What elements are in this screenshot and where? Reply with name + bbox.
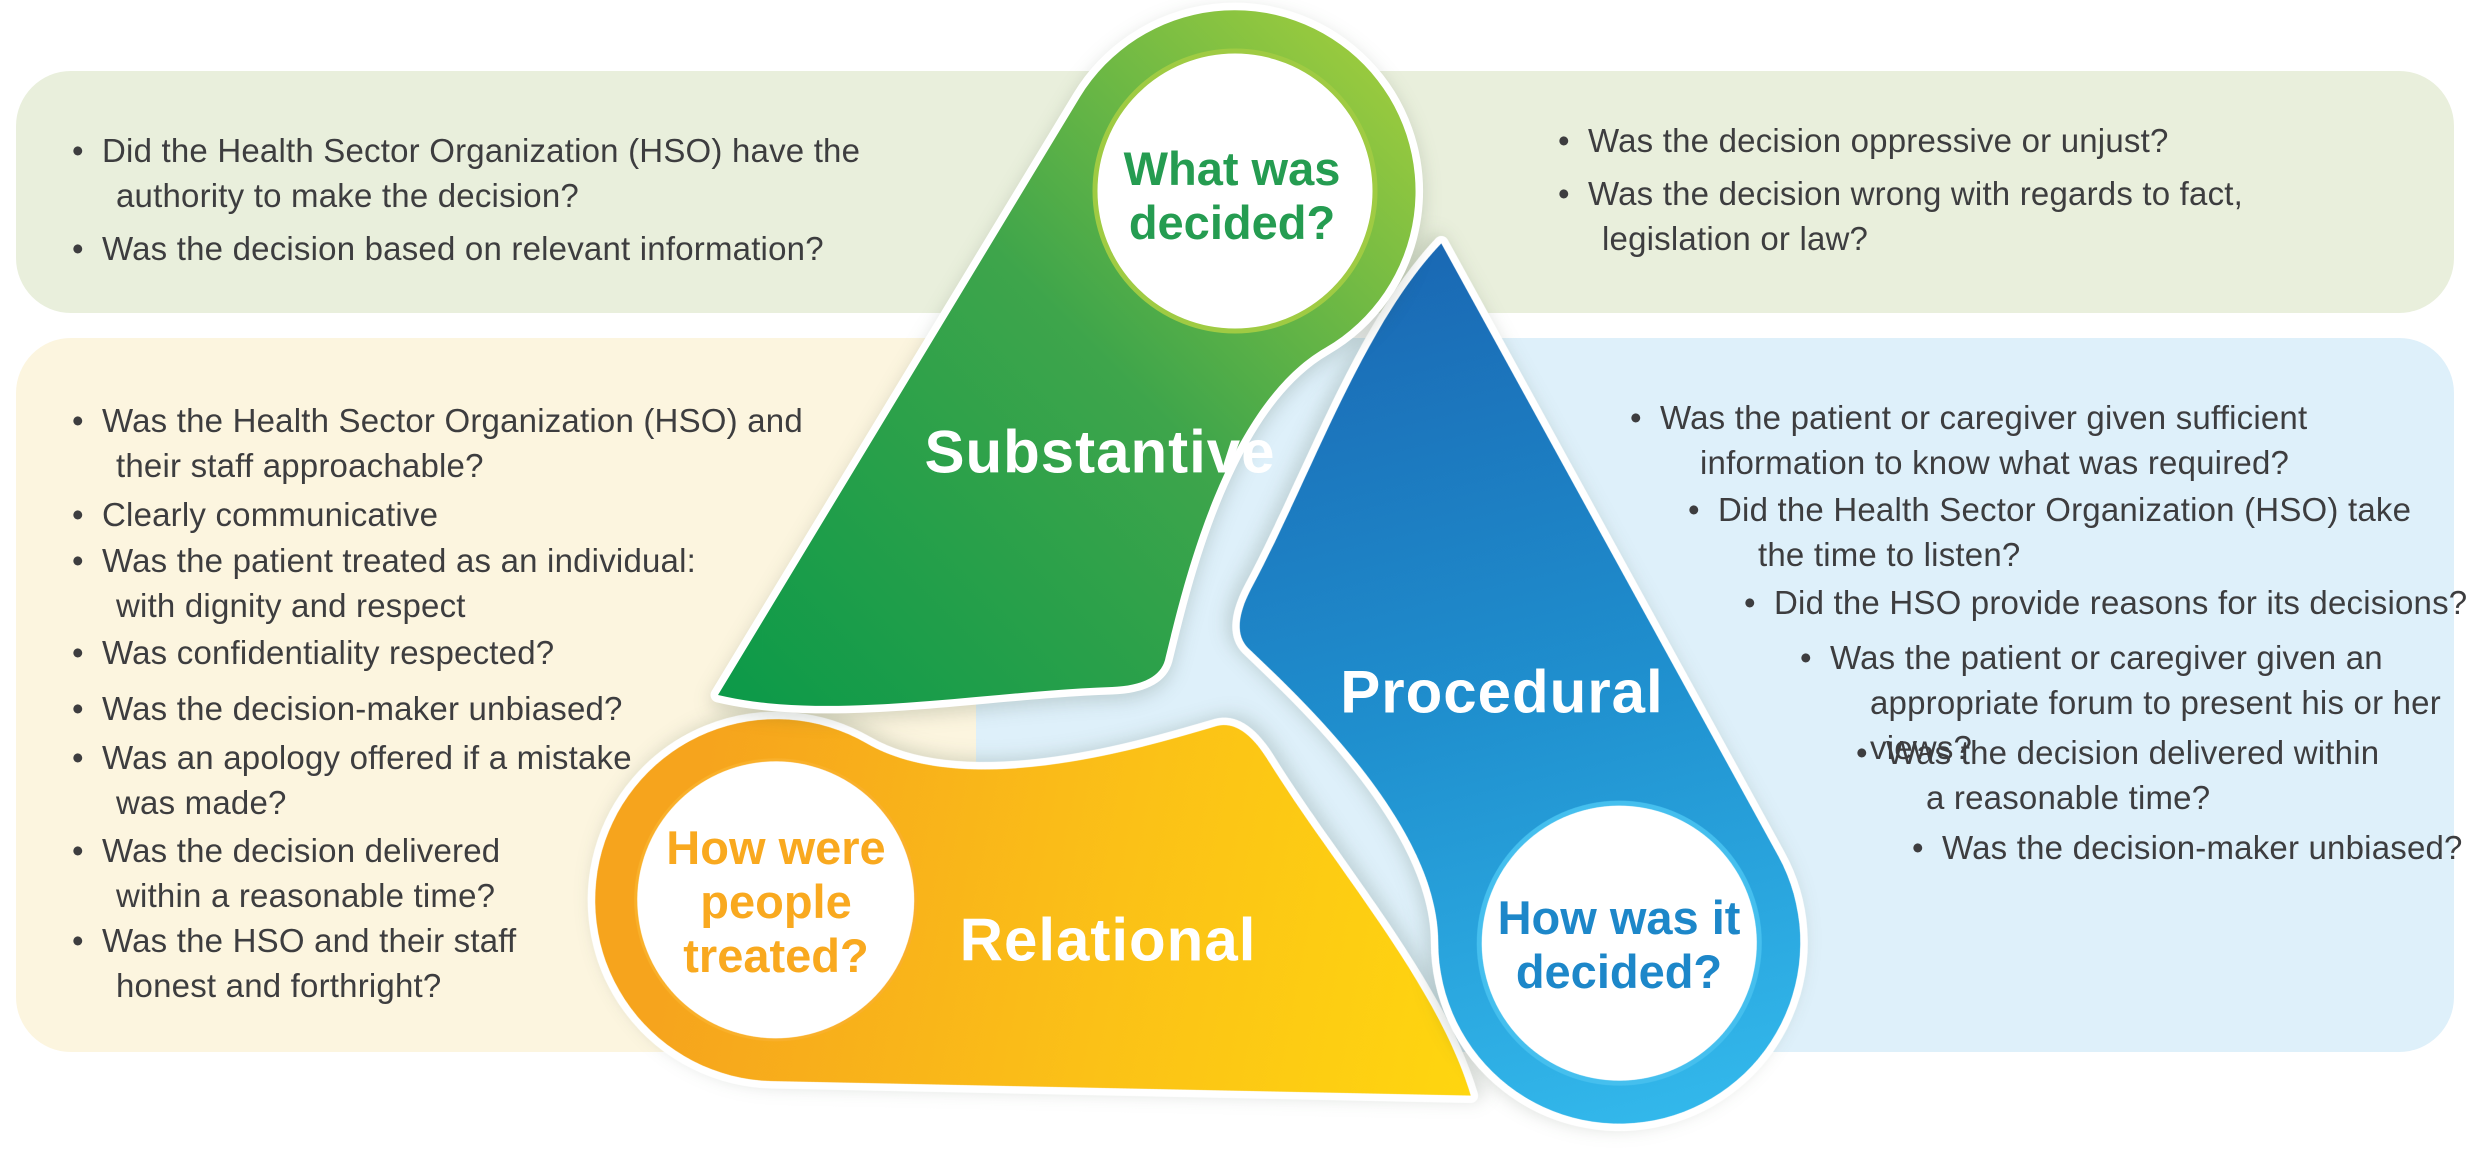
bullet-glyph: •	[72, 739, 84, 776]
bullet-glyph: •	[72, 402, 84, 439]
procedural-label: Procedural	[1340, 658, 1664, 726]
substantive-question: What was decided?	[1123, 142, 1341, 249]
bullet-glyph: •	[1856, 734, 1868, 771]
bullet-glyph: •	[1630, 399, 1642, 436]
procedural-circle	[1476, 800, 1762, 1086]
bullet-glyph: •	[72, 634, 84, 671]
bullet-glyph: •	[72, 542, 84, 579]
bullet-item: • Was the decision-maker unbiased?	[1912, 825, 2470, 870]
bullet-glyph: •	[72, 230, 84, 267]
bullet-glyph: •	[72, 832, 84, 869]
bullet-item: • Was the Health Sector Organization (HS…	[72, 398, 842, 488]
bullet-item: • Was the decision-maker unbiased?	[72, 686, 702, 731]
bullet-item: • Was the HSO and their staff honest and…	[72, 918, 562, 1008]
bullet-item: • Was an apology offered if a mistake wa…	[72, 735, 682, 825]
substantive-label: Substantive	[924, 418, 1276, 486]
bullet-glyph: •	[72, 690, 84, 727]
relational-circle	[634, 758, 918, 1042]
pin-procedural	[1083, 238, 2034, 1160]
bullet-item: • Was the decision wrong with regards to…	[1558, 171, 2428, 261]
bullet-item: • Was the patient treated as an individu…	[72, 538, 782, 628]
bullet-item: • Did the Health Sector Organization (HS…	[1688, 487, 2458, 577]
pin-relational	[529, 486, 1480, 1160]
bullet-item: • Did the HSO provide reasons for its de…	[1744, 580, 2470, 625]
bullet-item: • Did the Health Sector Organization (HS…	[72, 128, 902, 218]
bullet-item: • Clearly communicative	[72, 492, 622, 537]
bullet-glyph: •	[72, 496, 84, 533]
pin-substantive	[718, 10, 1416, 706]
bullet-item: • Was the patient or caregiver given an …	[1800, 635, 2470, 770]
bullet-glyph: •	[72, 132, 84, 169]
bullet-item: • Was the decision oppressive or unjust?	[1558, 118, 2428, 163]
bullet-item: • Was the decision delivered within a re…	[1856, 730, 2426, 820]
substantive-circle	[1092, 48, 1378, 334]
procedural-question: How was it decided?	[1497, 891, 1741, 998]
bullet-glyph: •	[1688, 491, 1700, 528]
bullet-glyph: •	[1912, 829, 1924, 866]
bullet-glyph: •	[72, 922, 84, 959]
bullet-item: • Was the decision based on relevant inf…	[72, 226, 1002, 271]
bullet-glyph: •	[1800, 639, 1812, 676]
relational-question: How were people treated?	[666, 821, 886, 982]
bullet-item: • Was confidentiality respected?	[72, 630, 662, 675]
relational-label: Relational	[959, 906, 1257, 974]
bullet-glyph: •	[1744, 584, 1756, 621]
bullet-glyph: •	[1558, 175, 1570, 212]
bullet-glyph: •	[1558, 122, 1570, 159]
bullet-item: • Was the patient or caregiver given suf…	[1630, 395, 2400, 485]
bullet-item: • Was the decision delivered within a re…	[72, 828, 552, 918]
